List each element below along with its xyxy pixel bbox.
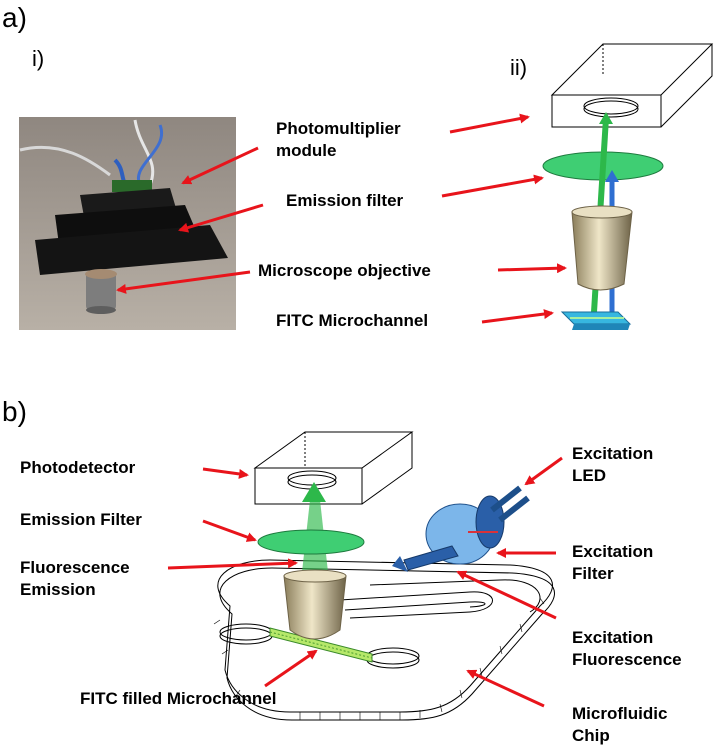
- annotation-arrows: [116, 113, 567, 708]
- panel-a-sub-ii-label: ii): [510, 55, 528, 80]
- fitc-microchannel-b: [269, 627, 373, 663]
- label-microscope-objective: Microscope objective: [258, 261, 431, 280]
- panel-a-label: a): [2, 2, 27, 33]
- objective-b: [283, 569, 347, 640]
- excitation-beam-b: [392, 545, 459, 572]
- microchannel-a: [560, 311, 632, 330]
- label-photomultiplier: Photomultiplier module: [276, 118, 401, 162]
- label-excitation-led-line2: LED: [572, 466, 606, 485]
- label-photomultiplier-line1: Photomultiplier: [276, 119, 401, 138]
- label-fitc-microchannel: FITC Microchannel: [276, 311, 429, 330]
- label-fluorescence-emission: Fluorescence Emission: [20, 557, 130, 601]
- label-excitation-filter: Excitation Filter: [572, 541, 653, 585]
- label-excitation-led: Excitation LED: [572, 443, 653, 487]
- label-fluorescence-emission-line2: Emission: [20, 580, 96, 599]
- photodetector-box: [253, 431, 414, 505]
- label-excitation-led-line1: Excitation: [572, 444, 654, 463]
- objective-a: [571, 205, 633, 291]
- label-microfluidic-chip: Microfluidic Chip: [572, 703, 667, 747]
- label-excitation-fluorescence-line2: Fluorescence: [572, 650, 682, 669]
- label-excitation-filter-line1: Excitation: [572, 542, 654, 561]
- emission-filter-b: [257, 529, 365, 555]
- label-fluorescence-emission-line1: Fluorescence: [20, 558, 130, 577]
- label-emission-filter-b: Emission Filter: [20, 510, 142, 529]
- label-photomultiplier-line2: module: [276, 141, 337, 160]
- label-excitation-filter-line2: Filter: [572, 564, 614, 583]
- label-fitc-filled-microchannel: FITC filled Microchannel: [80, 689, 277, 708]
- panel-b-label: b): [2, 396, 27, 427]
- label-excitation-fluorescence: Excitation Fluorescence: [572, 627, 682, 671]
- panel-a-sub-i-label: i): [32, 46, 45, 71]
- label-microfluidic-chip-line2: Chip: [572, 726, 610, 745]
- label-excitation-fluorescence-line1: Excitation: [572, 628, 654, 647]
- label-photodetector: Photodetector: [20, 458, 136, 477]
- label-microfluidic-chip-line1: Microfluidic: [572, 704, 668, 723]
- label-emission-filter-a: Emission filter: [286, 191, 404, 210]
- pmt-box-a: [550, 43, 714, 128]
